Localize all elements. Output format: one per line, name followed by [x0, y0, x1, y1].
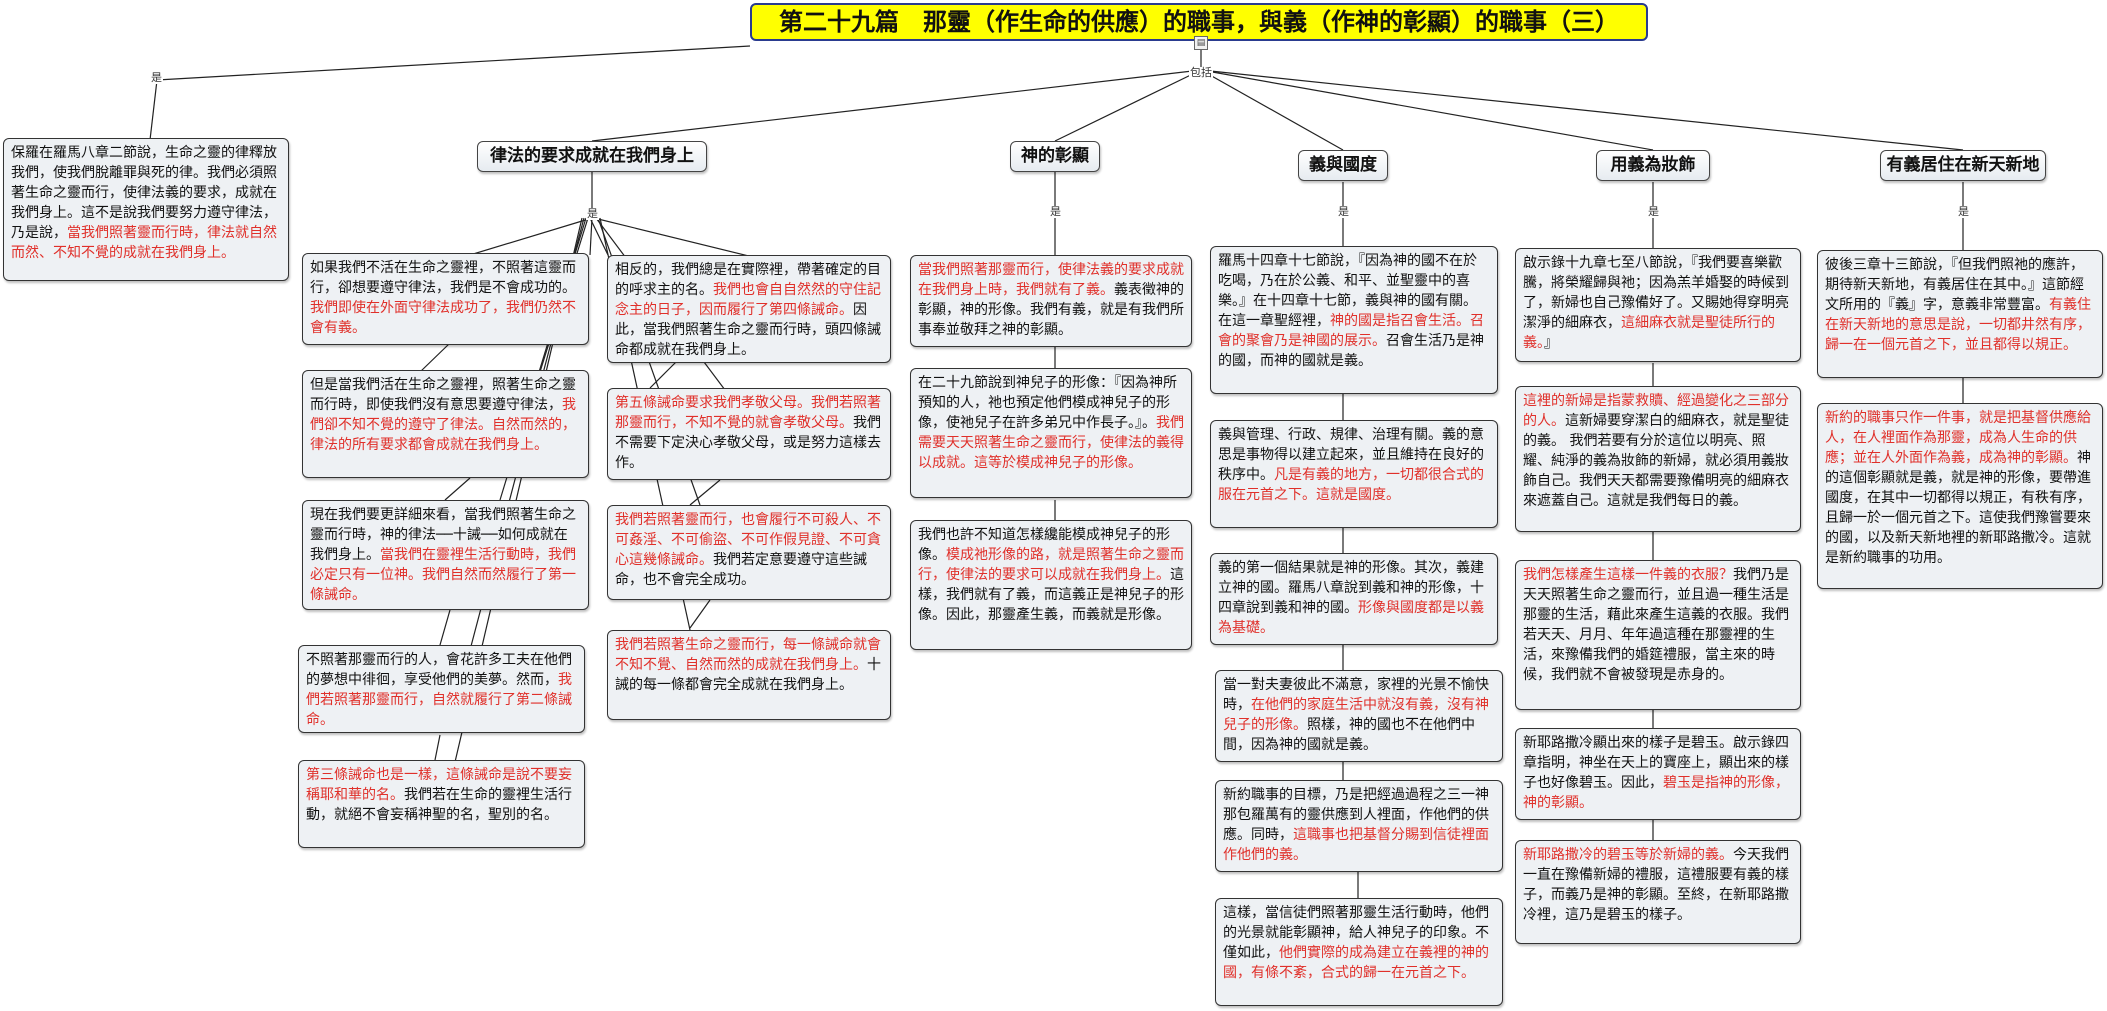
highlight-text: 新耶路撒冷的碧玉等於新婦的義。 [1523, 847, 1733, 863]
body-text: 我們若在生命的靈裡生活行動，就絕不會妄稱神聖的名，聖別的名。 [306, 787, 572, 823]
body-text: 現在我們要更詳細來看，當我們照著生命之靈而行時，神的律法──十誡──如何成就在我… [310, 507, 576, 563]
topic-god-expression[interactable]: 神的彰顯 [1010, 141, 1100, 172]
highlight-text: 當我們在靈裡生活行動時，我們必定只有一位神。我們自然而然履行了第一條誡命。 [310, 547, 576, 603]
highlight-text: 神的國是指召會生活。召會的聚會乃是神國的展示。 [1218, 313, 1484, 349]
highlight-text: 新約的職事只作一件事，就是把基督供應給人，在人裡面作為那靈，成為人生命的供應；並… [1825, 410, 2091, 466]
adorn-note-3: 我們怎樣產生這樣一件義的衣服？我們乃是天天照著生命之靈而行，並且過一種生活是那靈… [1515, 560, 1801, 710]
highlight-text: 我們若照著生命之靈而行，每一條誡命就會不知不覺、自然而然的成就在我們身上。 [615, 637, 881, 673]
kingdom-note-4: 當一對夫妻彼此不滿意，家裡的光景不愉快時，在他們的家庭生活中就沒有義，沒有神兒子… [1215, 670, 1503, 762]
body-text: 彼後三章十三節說，『但我們照祂的應許，期待新天新地，有義居住在其中。』這節經文所… [1825, 257, 2084, 313]
body-text: 這樣，當信徒們照著那靈生活行動時，他們的光景就能彰顯神，給人神兒子的印象。不僅如… [1223, 905, 1489, 961]
highlight-text: 這職事也把基督分賜到信徒裡面作他們的義。 [1223, 827, 1489, 863]
highlight-text: 在他們的家庭生活中就沒有義，沒有神兒子的形像。 [1223, 697, 1489, 733]
connector-is-kingdom: 是 [1337, 205, 1350, 218]
highlight-text: 第三條誡命也是一樣，這條誡命是說不要妄稱耶和華的名。 [306, 767, 572, 803]
expression-note-2: 在二十九節說到神兒子的形像：『因為神所預知的人，祂也預定他們模成神兒子的形像，使… [910, 368, 1192, 498]
highlight-text: 他們實際的成為建立在義裡的神的國，有條不紊，合式的歸一在元首之下。 [1223, 945, 1489, 981]
connector-is-law: 是 [586, 207, 599, 220]
connector-is-root: 是 [150, 71, 163, 84]
body-text: 因此，當我們照著生命之靈而行時，頭四條誡命都成就在我們身上。 [615, 302, 881, 358]
root-note: 保羅在羅馬八章二節說，生命之靈的律釋放我們，使我們脫離罪與死的律。我們必須照著生… [3, 138, 289, 281]
adorn-note-1: 啟示錄十九章七至八節說，『我們要喜樂歡騰，將榮耀歸與祂；因為羔羊婚娶的時候到了，… [1515, 248, 1801, 362]
highlight-text: 我們需要天天照著生命之靈而行，使律法的義得以成就。這等於模成神兒子的形像。 [918, 415, 1184, 471]
adorn-note-5: 新耶路撒冷的碧玉等於新婦的義。今天我們一直在豫備新婦的禮服，這禮服要有義的樣子，… [1515, 840, 1801, 944]
body-text: 召會生活乃是神的國，而神的國就是義。 [1218, 333, 1484, 369]
law-note-1: 如果我們不活在生命之靈裡，不照著這靈而行，卻想要遵守律法，我們是不會成功的。我們… [302, 253, 589, 345]
law-note-2: 但是當我們活在生命之靈裡，照著生命之靈而行時，即使我們沒有意思要遵守律法，我們卻… [302, 370, 589, 478]
body-text: 相反的，我們總是在實際裡，帶著確定的目的呼求主的名。 [615, 262, 881, 298]
adorn-note-2: 這裡的新婦是指蒙救贖、經過變化之三部分的人。這新婦要穿潔白的細麻衣，就是聖徒的義… [1515, 386, 1801, 532]
body-text: 這樣，我們就有了義，而這義正是神兒子的形像。因此，那靈產生義，而義就是形像。 [918, 567, 1184, 623]
highlight-text: 當我們照著靈而行時，律法就自然而然、不知不覺的成就在我們身上。 [11, 225, 277, 261]
newheaven-note-1: 彼後三章十三節說，『但我們照祂的應許，期待新天新地，有義居住在其中。』這節經文所… [1817, 250, 2103, 378]
highlight-text: 當我們照著那靈而行，使律法義的要求成就在我們身上時，我們就有了義。 [918, 262, 1184, 298]
law-note-9: 我們若照著生命之靈而行，每一條誡命就會不知不覺、自然而然的成就在我們身上。十誡的… [607, 630, 891, 720]
highlight-text: 這裡的新婦是指蒙救贖、經過變化之三部分的人。 [1523, 393, 1789, 429]
body-text: 羅馬十四章十七節說，『因為神的國不在於吃喝，乃在於公義、和平、並聖靈中的喜樂。』… [1218, 253, 1477, 329]
body-text: 照樣，神的國也不在他們中間，因為神的國就是義。 [1223, 717, 1475, 753]
body-text: 這新婦要穿潔白的細麻衣，就是聖徒的義。 我們若要有分於這位以明亮、照耀、純淨的義… [1523, 413, 1789, 509]
body-text: 我們不需要下定決心孝敬父母，或是努力這樣去作。 [615, 415, 881, 471]
highlight-text: 凡是有義的地方，一切都很合式的服在元首之下。這就是國度。 [1218, 467, 1484, 503]
highlight-text: 我們怎樣產生這樣一件義的衣服？ [1523, 567, 1733, 583]
body-text: 但是當我們活在生命之靈裡，照著生命之靈而行時，即使我們沒有意思要遵守律法， [310, 377, 576, 413]
newheaven-note-2: 新約的職事只作一件事，就是把基督供應給人，在人裡面作為那靈，成為人生命的供應；並… [1817, 403, 2103, 589]
highlight-text: 碧玉是指神的形像，神的彰顯。 [1523, 775, 1789, 811]
body-text: 我們也許不知道怎樣纔能模成神兒子的形像。 [918, 527, 1170, 563]
connector-is-newheaven: 是 [1957, 205, 1970, 218]
highlight-text: 我們即使在外面守律法成功了，我們仍然不會有義。 [310, 300, 576, 336]
document-icon[interactable]: ▤ [1194, 36, 1208, 50]
kingdom-note-2: 義與管理、行政、規律、治理有關。義的意思是事物得以建立起來，並且維持在良好的秩序… [1210, 420, 1498, 528]
connector-is-adorn: 是 [1647, 205, 1660, 218]
kingdom-note-6: 這樣，當信徒們照著那靈生活行動時，他們的光景就能彰顯神，給人神兒子的印象。不僅如… [1215, 898, 1503, 1006]
law-note-5: 第三條誡命也是一樣，這條誡命是說不要妄稱耶和華的名。我們若在生命的靈裡生活行動，… [298, 760, 585, 848]
adorn-note-4: 新耶路撒冷顯出來的樣子是碧玉。啟示錄四章指明，神坐在天上的寶座上，顯出來的樣子也… [1515, 728, 1801, 820]
body-text: 今天我們一直在豫備新婦的禮服，這禮服要有義的樣子，而義乃是神的彰顯。至終，在新耶… [1523, 847, 1789, 923]
highlight-text: 我們若照著那靈而行，自然就履行了第二條誡命。 [306, 672, 572, 728]
law-note-6: 相反的，我們總是在實際裡，帶著確定的目的呼求主的名。我們也會自自然然的守住記念主… [607, 255, 891, 363]
body-text: 神的這個彰顯就是義，就是神的形像，要帶進國度，在其中一切都得以規正，有秩有序，且… [1825, 450, 2091, 566]
body-text: 我們乃是天天照著生命之靈而行，並且過一種生活是那靈的生活，藉此來產生這義的衣服。… [1523, 567, 1789, 683]
topic-new-heaven-earth[interactable]: 有義居住在新天新地 [1880, 150, 2046, 181]
kingdom-note-5: 新約職事的目標，乃是把經過過程之三一神那包羅萬有的靈供應到人裡面，作他們的供應。… [1215, 780, 1503, 872]
body-text: 新約職事的目標，乃是把經過過程之三一神那包羅萬有的靈供應到人裡面，作他們的供應。… [1223, 787, 1489, 843]
body-text: 十誡的每一條都會完全成就在我們身上。 [615, 657, 881, 693]
law-note-3: 現在我們要更詳細來看，當我們照著生命之靈而行時，神的律法──十誡──如何成就在我… [302, 500, 589, 610]
body-text: 新耶路撒冷顯出來的樣子是碧玉。啟示錄四章指明，神坐在天上的寶座上，顯出來的樣子也… [1523, 735, 1789, 791]
body-text: 不照著那靈而行的人，會花許多工夫在他們的夢想中徘徊，享受他們的美夢。然而， [306, 652, 572, 688]
highlight-text: 這細麻衣就是聖徒所行的義。 [1523, 315, 1775, 351]
highlight-text: 我們卻不知不覺的遵守了律法。自然而然的，律法的所有要求都會成就在我們身上。 [310, 397, 576, 453]
highlight-text: 模成祂形像的路，就是照著生命之靈而行，使律法的要求可以成就在我們身上。 [918, 547, 1184, 583]
body-text: 義表徵神的彰顯，神的形像。我們有義，就是有我們所事奉並敬拜之神的彰顯。 [918, 282, 1184, 338]
body-text: 』 [1544, 335, 1558, 351]
kingdom-note-3: 義的第一個結果就是神的形像。其次，義建立神的國。羅馬八章說到義和神的形像，十四章… [1210, 553, 1498, 645]
body-text: 義的第一個結果就是神的形像。其次，義建立神的國。羅馬八章說到義和神的形像，十四章… [1218, 560, 1484, 616]
body-text: 如果我們不活在生命之靈裡，不照著這靈而行，卻想要遵守律法，我們是不會成功的。 [310, 260, 576, 296]
kingdom-note-1: 羅馬十四章十七節說，『因為神的國不在於吃喝，乃在於公義、和平、並聖靈中的喜樂。』… [1210, 246, 1498, 394]
highlight-text: 我們也會自自然然的守住記念主的日子，因而履行了第四條誡命。 [615, 282, 881, 318]
topic-righteousness-kingdom[interactable]: 義與國度 [1298, 150, 1388, 181]
highlight-text: 第五條誡命要求我們孝敬父母。我們若照著那靈而行，不知不覺的就會孝敬父母。 [615, 395, 881, 431]
law-note-7: 第五條誡命要求我們孝敬父母。我們若照著那靈而行，不知不覺的就會孝敬父母。我們不需… [607, 388, 891, 480]
highlight-text: 有義住在新天新地的意思是說，一切都井然有序，歸一在一個元首之下，並且都得以規正。 [1825, 297, 2091, 353]
connector-is-expression: 是 [1049, 205, 1062, 218]
connector-includes: 包括 [1189, 66, 1213, 79]
expression-note-1: 當我們照著那靈而行，使律法義的要求成就在我們身上時，我們就有了義。義表徵神的彰顯… [910, 255, 1192, 347]
body-text: 義與管理、行政、規律、治理有關。義的意思是事物得以建立起來，並且維持在良好的秩序… [1218, 427, 1484, 483]
highlight-text: 我們若照著靈而行，也會履行不可殺人、不可姦淫、不可偷盜、不可作假見證、不可貪心這… [615, 512, 881, 568]
highlight-text: 形像與國度都是以義為基礎。 [1218, 600, 1484, 636]
body-text: 在二十九節說到神兒子的形像：『因為神所預知的人，祂也預定他們模成神兒子的形像，使… [918, 375, 1177, 431]
topic-adorned-righteousness[interactable]: 用義為妝飾 [1596, 150, 1710, 181]
body-text: 保羅在羅馬八章二節說，生命之靈的律釋放我們，使我們脫離罪與死的律。我們必須照著生… [11, 145, 277, 241]
topic-law-fulfilled[interactable]: 律法的要求成就在我們身上 [477, 141, 707, 172]
expression-note-3: 我們也許不知道怎樣纔能模成神兒子的形像。模成祂形像的路，就是照著生命之靈而行，使… [910, 520, 1192, 650]
law-note-4: 不照著那靈而行的人，會花許多工夫在他們的夢想中徘徊，享受他們的美夢。然而，我們若… [298, 645, 585, 733]
map-title: 第二十九篇 那靈（作生命的供應）的職事，與義（作神的彰顯）的職事（三） [750, 3, 1648, 41]
body-text: 啟示錄十九章七至八節說，『我們要喜樂歡騰，將榮耀歸與祂；因為羔羊婚娶的時候到了，… [1523, 255, 1789, 331]
body-text: 我們若定意要遵守這些誡命，也不會完全成功。 [615, 552, 867, 588]
law-note-8: 我們若照著靈而行，也會履行不可殺人、不可姦淫、不可偷盜、不可作假見證、不可貪心這… [607, 505, 891, 600]
body-text: 當一對夫妻彼此不滿意，家裡的光景不愉快時， [1223, 677, 1489, 713]
